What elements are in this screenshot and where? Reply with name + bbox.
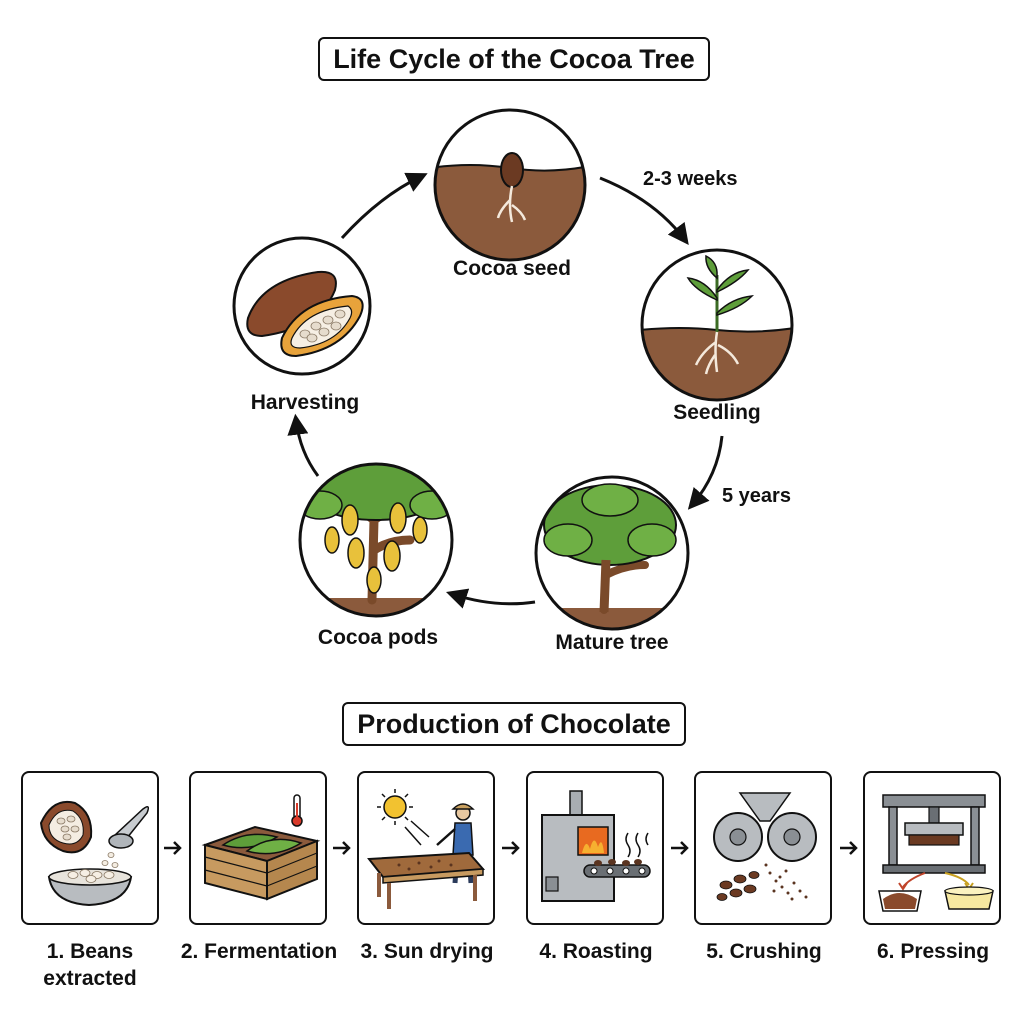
arrow-step-1-to-2 (164, 841, 182, 855)
step-label-4: 4. Roasting (539, 940, 653, 963)
arrow-pods-to-harvesting (287, 413, 320, 477)
roasting-oven-icon (541, 790, 651, 902)
crushing-rollers-icon (713, 792, 817, 901)
step-label-2: 2. Fermentation (180, 940, 338, 963)
seedling-icon (640, 248, 794, 402)
cycle-title: Life Cycle of the Cocoa Tree (318, 37, 710, 81)
stage-label-mature-tree: Mature tree (555, 631, 669, 654)
step-beans-extracted (21, 771, 159, 925)
step-label-6: 6. Pressing (876, 940, 990, 963)
duration-seed-to-seedling: 2-3 weeks (643, 168, 738, 190)
mature-tree-icon (534, 475, 690, 631)
arrow-step-4-to-5 (671, 841, 689, 855)
step-label-1-line2: extracted (43, 967, 137, 990)
duration-seedling-to-mature: 5 years (722, 485, 791, 507)
cocoa-pods-tree-icon (298, 462, 454, 618)
step-pressing (863, 771, 1001, 925)
stage-label-seedling: Seedling (673, 401, 761, 424)
stage-label-harvesting: Harvesting (250, 391, 360, 414)
press-icon (878, 794, 994, 912)
stage-label-cocoa-seed: Cocoa seed (453, 257, 571, 280)
step-roasting (526, 771, 664, 925)
step-label-5: 5. Crushing (706, 940, 822, 963)
arrow-harvesting-to-seed (340, 172, 428, 240)
stage-label-cocoa-pods: Cocoa pods (317, 626, 439, 649)
step-sun-drying (357, 771, 495, 925)
arrow-mature-to-pods (446, 588, 536, 609)
opened-cocoa-pod-icon (232, 236, 372, 376)
production-title: Production of Chocolate (342, 702, 686, 746)
step-label-3: 3. Sun drying (360, 940, 494, 963)
step-crushing (694, 771, 832, 925)
arrow-seed-to-seedling (599, 176, 689, 246)
cycle-diagram (232, 108, 794, 631)
fermentation-crate-icon (201, 794, 321, 901)
arrow-step-3-to-4 (502, 841, 520, 855)
cocoa-seed-icon (433, 108, 587, 262)
sun-drying-icon (367, 789, 486, 909)
step-label-1: 1. Beans extracted (5, 938, 175, 992)
arrow-step-2-to-3 (333, 841, 351, 855)
step-fermentation (189, 771, 327, 925)
step-label-1-line1: 1. Beans (46, 940, 134, 963)
arrow-step-5-to-6 (840, 841, 858, 855)
beans-extracted-icon (39, 801, 150, 907)
arrow-seedling-to-mature (687, 435, 724, 510)
